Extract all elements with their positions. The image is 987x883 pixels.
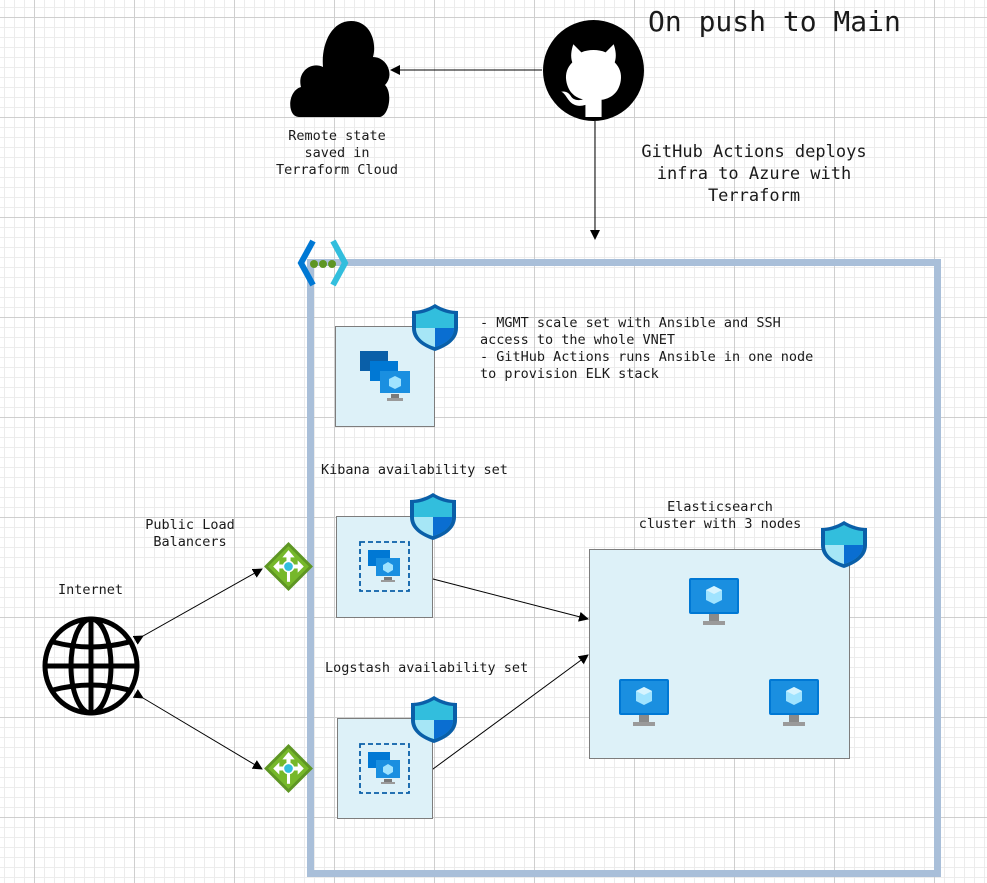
virtual-machine-icon: [619, 679, 669, 726]
availability-set-icon: [359, 743, 410, 794]
network-security-group-icon: [412, 304, 458, 351]
internet-label: Internet: [58, 582, 124, 598]
vm-scale-set-icon: [360, 351, 410, 401]
kibana-label: Kibana availability set: [321, 462, 508, 478]
deploy-note: GitHub Actions deploys infra to Azure wi…: [641, 142, 867, 206]
internet-to-lb-bottom-arrow: [132, 689, 263, 770]
network-security-group-icon: [821, 521, 867, 568]
network-security-group-icon: [410, 493, 456, 540]
load-balancer-icon[interactable]: [263, 743, 314, 794]
elasticsearch-label: Elasticsearch cluster with 3 nodes: [638, 499, 802, 532]
globe-icon: [42, 616, 140, 716]
page-title: On push to Main: [648, 5, 901, 38]
logstash-to-elasticsearch-arrow: [422, 654, 589, 779]
cloud-icon: [290, 21, 390, 117]
virtual-machine-icon: [689, 578, 739, 625]
remote-state-label: Remote state saved in Terraform Cloud: [276, 128, 398, 178]
availability-set-icon: [359, 541, 410, 592]
virtual-network-icon: [297, 239, 349, 287]
logstash-tile[interactable]: [337, 718, 433, 819]
load-balancer-icon[interactable]: [263, 541, 314, 592]
virtual-machine-icon: [769, 679, 819, 726]
internet-to-lb-top-arrow: [132, 568, 263, 645]
kibana-to-elasticsearch-arrow: [423, 571, 589, 622]
network-security-group-icon: [411, 696, 457, 743]
logstash-label: Logstash availability set: [325, 660, 529, 676]
github-octocat-icon[interactable]: [543, 20, 644, 121]
mgmt-note: - MGMT scale set with Ansible and SSH ac…: [480, 315, 814, 382]
load-balancers-label: Public Load Balancers: [145, 517, 235, 550]
